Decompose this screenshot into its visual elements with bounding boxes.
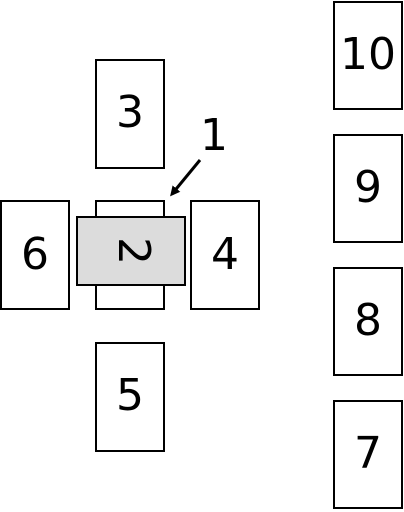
card-center-selected-rect: [76, 216, 186, 286]
column-card-4[interactable]: 7: [333, 400, 403, 509]
card-right[interactable]: 4: [190, 200, 260, 310]
card-bottom[interactable]: 5: [95, 342, 165, 452]
card-top[interactable]: 3: [95, 59, 165, 169]
column-card-3-label: 8: [354, 295, 382, 346]
card-top-label: 3: [116, 87, 144, 138]
column-card-2[interactable]: 9: [333, 134, 403, 243]
callout: 1: [170, 110, 228, 197]
column-card-3[interactable]: 8: [333, 267, 403, 376]
card-left[interactable]: 6: [0, 200, 70, 310]
card-left-label: 6: [21, 229, 49, 280]
card-center-selected[interactable]: 2: [76, 216, 186, 286]
right-column: 10 9 8 7: [333, 1, 403, 509]
card-right-label: 4: [211, 229, 239, 280]
column-card-4-label: 7: [354, 428, 382, 479]
column-card-1[interactable]: 10: [333, 1, 403, 110]
callout-arrow: [170, 159, 202, 197]
cross-group: 3 6 4 2 5: [0, 59, 260, 452]
column-card-1-label: 10: [340, 29, 396, 80]
column-card-2-label: 9: [354, 162, 382, 213]
card-center-label: 2: [108, 237, 159, 265]
callout-label: 1: [200, 110, 228, 161]
card-bottom-label: 5: [116, 370, 144, 421]
